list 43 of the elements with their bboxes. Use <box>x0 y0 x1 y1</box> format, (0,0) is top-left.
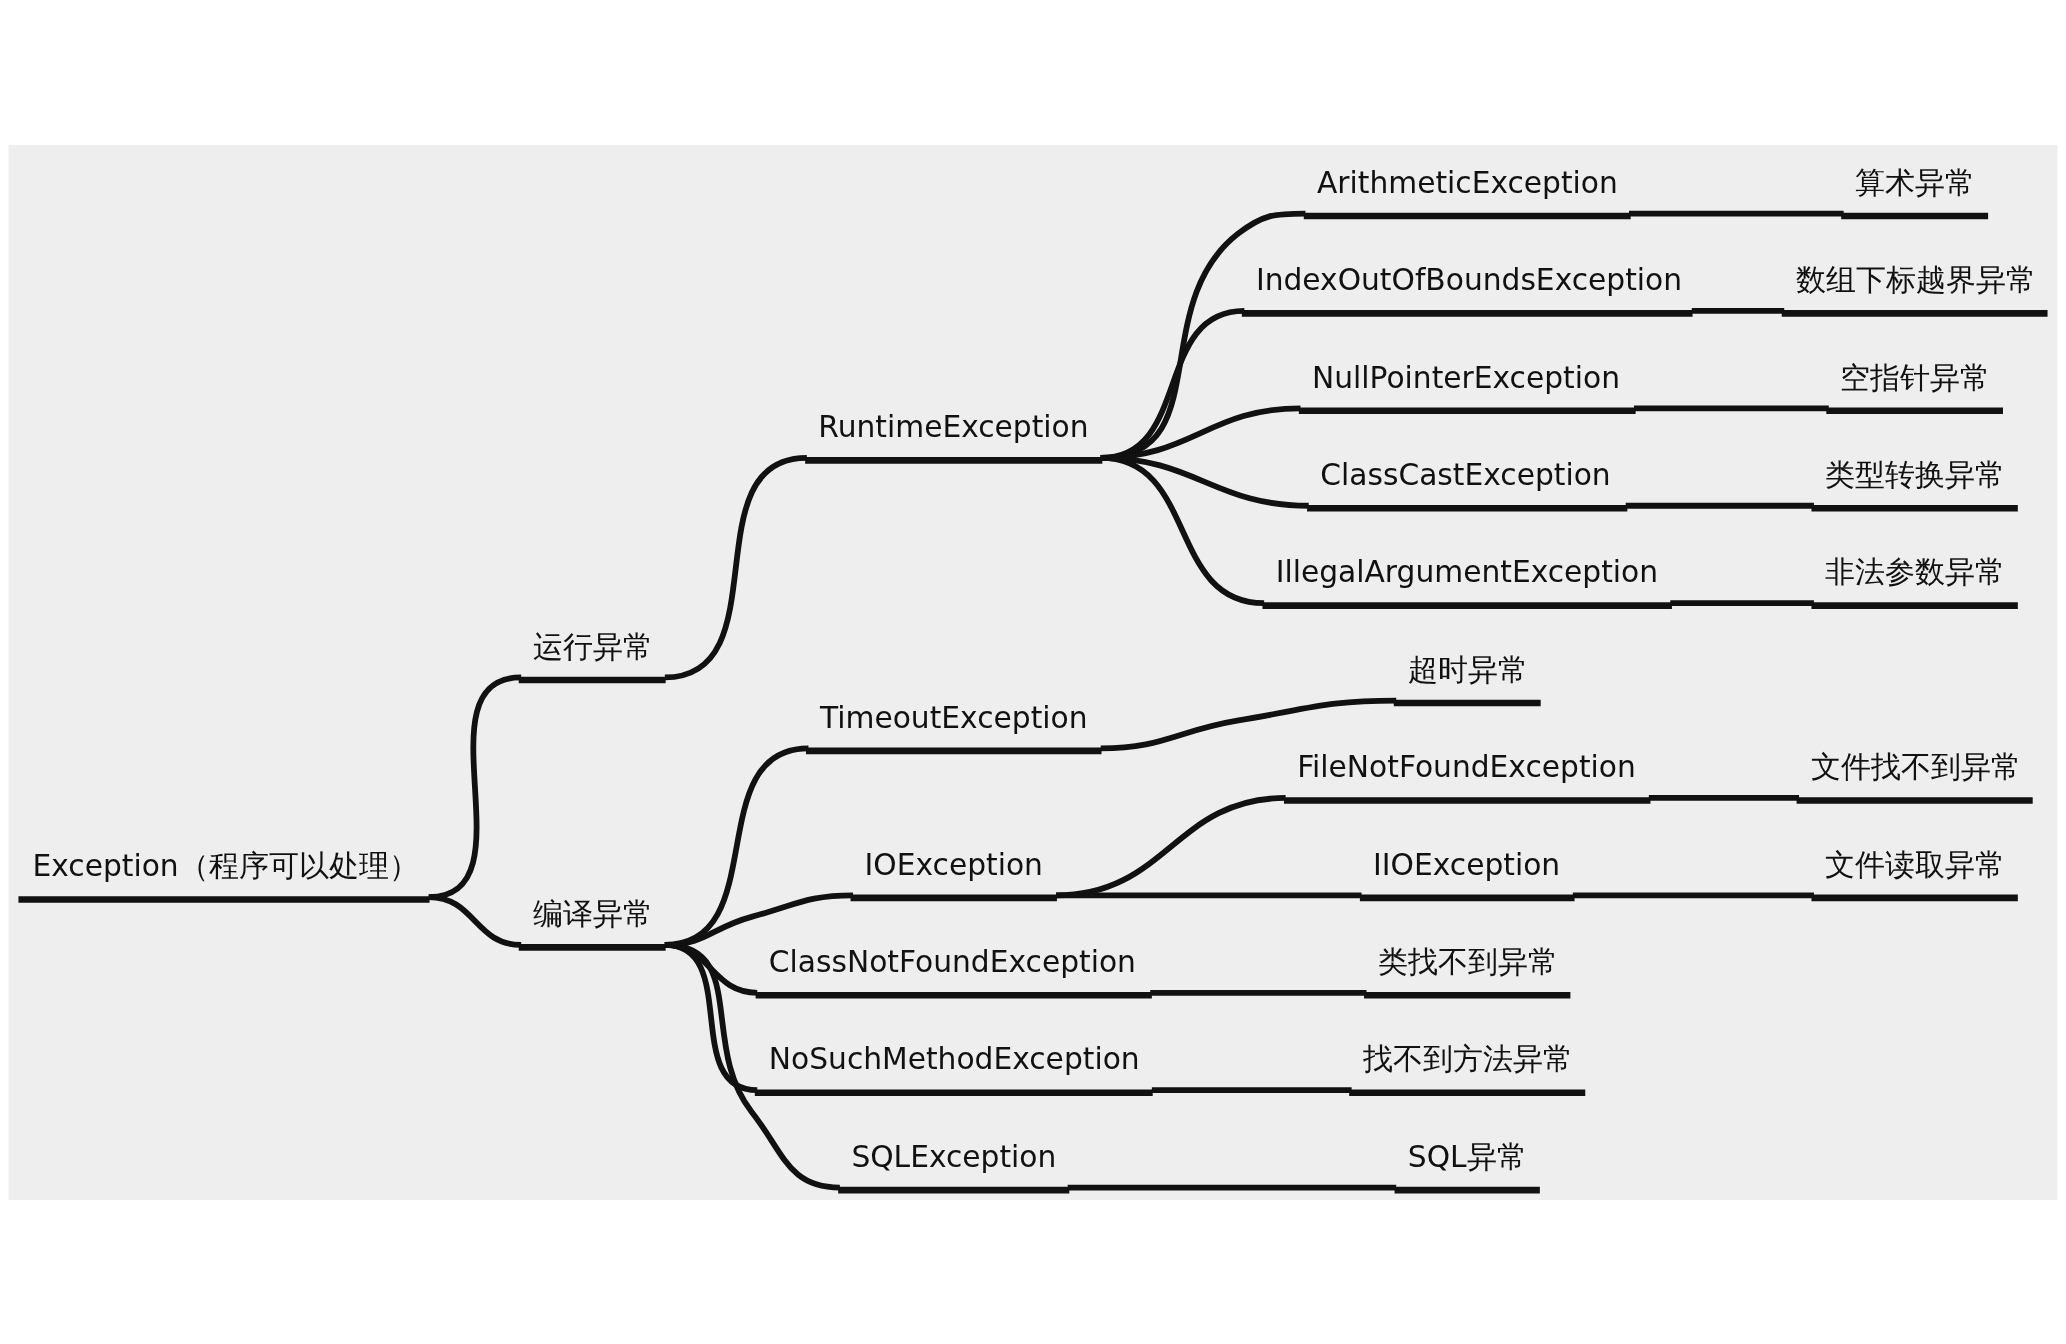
node-text: RuntimeException <box>818 408 1089 444</box>
node-text: 编译异常 <box>532 895 653 931</box>
node-text: 数组下标越界异常 <box>1795 261 2036 297</box>
node-text: IndexOutOfBoundsException <box>1255 261 1683 297</box>
node-text: 文件读取异常 <box>1825 846 2006 882</box>
connector <box>1633 404 1829 411</box>
node-text: IIOException <box>1373 846 1561 882</box>
node-text: ClassNotFoundException <box>768 943 1136 979</box>
node-text: SQLException <box>851 1138 1057 1174</box>
connector <box>428 893 522 948</box>
connector <box>1100 454 1265 606</box>
connector <box>1151 1086 1352 1093</box>
node-text: SQL异常 <box>1407 1138 1527 1174</box>
node-text: NullPointerException <box>1312 359 1620 395</box>
connector <box>1067 1184 1397 1190</box>
node-text: FileNotFoundException <box>1297 748 1636 784</box>
connector <box>1572 892 1814 898</box>
connector <box>1648 794 1800 801</box>
connector <box>1670 599 1814 606</box>
node-text: IllegalArgumentException <box>1275 553 1659 589</box>
connector <box>1625 502 1814 509</box>
node-text: IOException <box>864 846 1043 882</box>
connector <box>664 941 840 1190</box>
node-text: 超时异常 <box>1407 651 1528 687</box>
node-text: 非法参数异常 <box>1825 553 2006 589</box>
node-text: 算术异常 <box>1855 164 1976 200</box>
node-text: 运行异常 <box>532 628 653 664</box>
node-text: 空指针异常 <box>1840 359 1991 395</box>
node-text: ArithmeticException <box>1316 164 1618 200</box>
node-text: 类找不到异常 <box>1378 943 1559 979</box>
connector <box>1629 210 1844 216</box>
node-text: ClassCastException <box>1320 456 1611 492</box>
node-text: 文件找不到异常 <box>1810 748 2021 784</box>
node-text: NoSuchMethodException <box>768 1040 1140 1076</box>
connector <box>1150 989 1367 996</box>
connector <box>664 454 808 680</box>
node-text: Exception（程序可以处理） <box>32 847 419 883</box>
node-text: TimeoutException <box>820 699 1088 735</box>
node-text: 类型转换异常 <box>1825 456 2006 492</box>
node-text: 找不到方法异常 <box>1363 1040 1574 1076</box>
connector <box>1056 892 1362 898</box>
connector <box>1691 307 1785 314</box>
connector <box>1100 697 1397 751</box>
